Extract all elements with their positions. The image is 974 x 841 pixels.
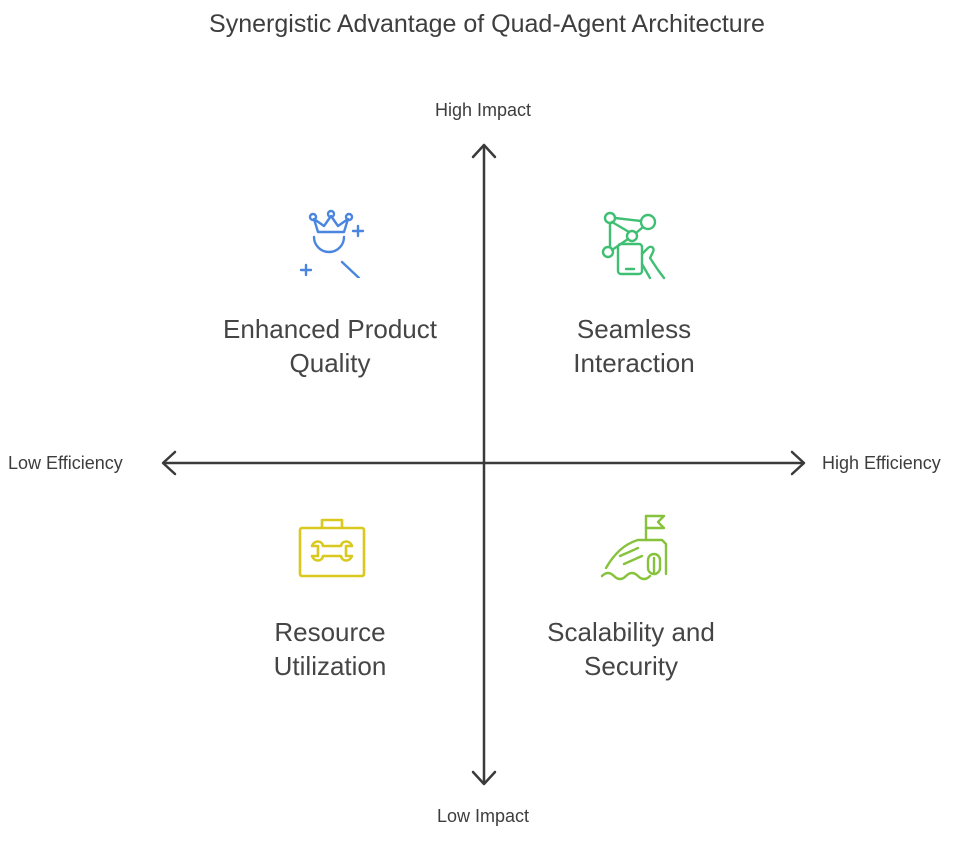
crown-magnifier-icon bbox=[299, 209, 365, 278]
island-flag-icon bbox=[600, 514, 668, 581]
quadrant-label-line: Seamless bbox=[576, 314, 692, 344]
quadrant-label-line: Resource bbox=[274, 617, 386, 647]
quadrant-label-line: Scalability and bbox=[547, 617, 715, 647]
toolbox-wrench-icon bbox=[298, 518, 366, 578]
quadrant-label-resource-utilization: Resource Utilization bbox=[190, 615, 470, 683]
quadrant-label-seamless-interaction: Seamless Interaction bbox=[494, 312, 774, 380]
axis-label-low-impact: Low Impact bbox=[436, 806, 530, 826]
vertical-axis-bottom-arrow bbox=[471, 770, 497, 786]
quadrant-label-scalability-and-security: Scalability and Security bbox=[491, 615, 771, 683]
vertical-axis-top-arrow bbox=[471, 143, 497, 159]
quadrant-label-line: Quality bbox=[289, 348, 371, 378]
diagram-title: Synergistic Advantage of Quad-Agent Arch… bbox=[209, 10, 765, 38]
network-phone-icon bbox=[601, 211, 666, 280]
quadrant-label-line: Interaction bbox=[573, 348, 695, 378]
horizontal-axis-right-arrow bbox=[790, 450, 806, 476]
axis-label-high-impact: High Impact bbox=[434, 100, 532, 120]
quadrant-label-line: Enhanced Product bbox=[223, 314, 437, 344]
axis-label-high-efficiency: High Efficiency bbox=[822, 453, 941, 473]
axis-label-low-efficiency: Low Efficiency bbox=[8, 453, 123, 473]
quadrant-label-line: Utilization bbox=[273, 651, 387, 681]
quadrant-label-enhanced-product-quality: Enhanced Product Quality bbox=[190, 312, 470, 380]
horizontal-axis-left-arrow bbox=[161, 450, 177, 476]
quadrant-label-line: Security bbox=[584, 651, 678, 681]
